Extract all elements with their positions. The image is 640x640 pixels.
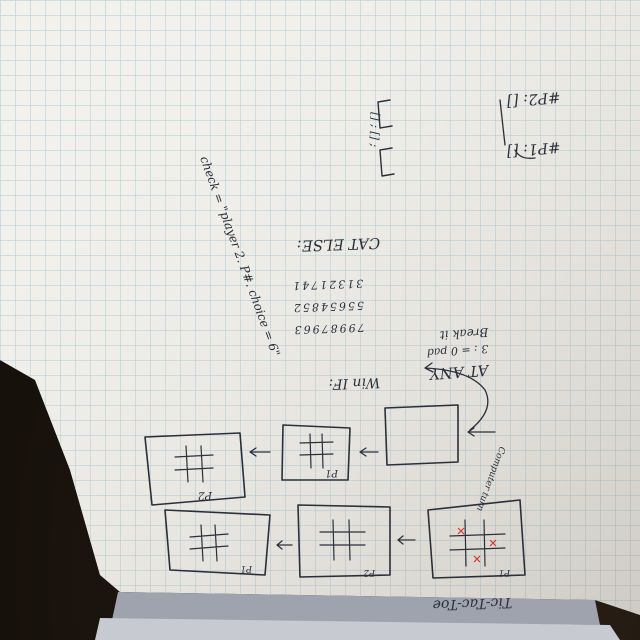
cat-else-text: CAT ELSE: bbox=[296, 234, 380, 255]
sheet-title: Tic-Tac-Toe bbox=[432, 594, 512, 613]
board-p1: P1 bbox=[281, 424, 351, 481]
win-cell: 2 bbox=[294, 301, 302, 314]
win-cell: 6 bbox=[339, 299, 346, 312]
arrow-into-computer bbox=[467, 427, 496, 437]
win-cell: 1 bbox=[293, 279, 300, 292]
at-any-text: AT ANY bbox=[427, 361, 491, 383]
sheet bbox=[0, 0, 640, 615]
win-cell: 6 bbox=[303, 323, 310, 336]
board-p2: P2 bbox=[144, 432, 246, 506]
board-p2-choice-label: P2 bbox=[363, 567, 376, 577]
win-cell: 8 bbox=[330, 322, 337, 335]
win-cell: 9 bbox=[339, 321, 346, 334]
win-cell: 2 bbox=[329, 278, 337, 291]
board-first: P1 bbox=[427, 499, 526, 579]
win-if-text: Win IF: bbox=[328, 374, 380, 392]
board-p2-label: P2 bbox=[197, 489, 213, 503]
win-cell: 5 bbox=[357, 299, 364, 312]
arrow-3 bbox=[276, 540, 293, 550]
win-cell: 3 bbox=[294, 323, 301, 336]
win-cell: 4 bbox=[302, 279, 310, 292]
arrow-loop bbox=[424, 362, 489, 431]
board-p2-choice: P2 bbox=[297, 504, 391, 578]
bracket-list-note: [] ; [] ; bbox=[368, 99, 395, 177]
win-cell: 7 bbox=[311, 278, 318, 291]
win-cell: 7 bbox=[357, 321, 364, 334]
win-cell: 4 bbox=[321, 300, 329, 313]
board-p1-choice: P1 bbox=[164, 509, 271, 576]
win-cell: 1 bbox=[320, 278, 327, 291]
win-cell: 9 bbox=[348, 321, 355, 334]
at-any-note: AT ANY Break it 3 : = 0 pad bbox=[426, 325, 491, 383]
win-cell: 5 bbox=[348, 299, 355, 312]
win-cell: 9 bbox=[312, 322, 319, 335]
win-cell: 5 bbox=[303, 301, 310, 314]
win-cell: 3 bbox=[356, 277, 363, 290]
win-cell: 7 bbox=[321, 322, 328, 335]
win-cell: 5 bbox=[330, 300, 337, 313]
win-cell: 8 bbox=[312, 300, 319, 313]
board-p1-label: P1 bbox=[325, 467, 339, 478]
bracket-list-text: [] ; [] ; bbox=[368, 112, 382, 148]
win-cell: 1 bbox=[347, 277, 354, 290]
arrow-4 bbox=[397, 535, 416, 545]
arrow-2 bbox=[359, 447, 379, 457]
zero-pad-text: 3 : = 0 pad bbox=[426, 342, 488, 359]
break-it-text: Break it bbox=[439, 325, 490, 342]
arrow-1 bbox=[249, 447, 271, 457]
player-arrays-note: #P2: [] #P1: [] bbox=[499, 88, 561, 161]
win-cell: 3 bbox=[338, 277, 345, 290]
board-first-label: P1 bbox=[498, 567, 511, 577]
p2-array-text: #P2: [] bbox=[506, 88, 561, 111]
notebook-binding bbox=[95, 592, 620, 640]
board-p1-choice-label: P1 bbox=[240, 563, 253, 573]
